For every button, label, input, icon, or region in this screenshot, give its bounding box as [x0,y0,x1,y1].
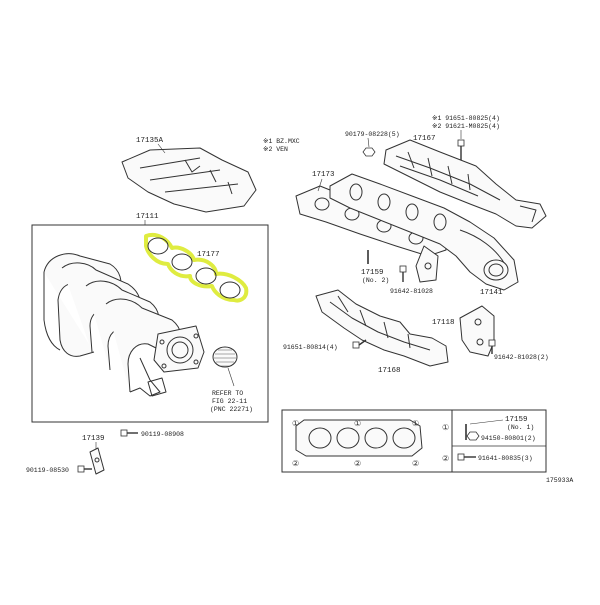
circle-1-legend: ① [442,423,449,432]
nut-94150-80801 [466,431,480,441]
nut-90179-08228 [362,147,376,157]
label-17168: 17168 [378,367,401,375]
label-91621-m0825: ※2 91621-M0825(4) [432,123,500,130]
bolt-91641-80835 [457,453,476,461]
note-2: ※2 VEN [263,146,288,153]
legend-box [281,409,547,473]
stay-17139 [89,447,105,475]
label-90119-08908: 90119-08908 [141,431,184,438]
label-91642-81028-a: 91642-81028 [390,288,433,295]
label-91641-80835: 91641-80835(3) [478,455,533,462]
note-1: ※1 BZ.MXC [263,138,300,145]
heat-insulator-17168 [315,289,449,367]
circle-2-legend: ② [442,454,449,463]
diagram-id: 175933A [546,477,573,484]
intake-gasket-17177 [144,233,249,303]
circle-2-a: ② [292,459,299,468]
label-17135a: 17135A [136,137,164,145]
label-17173: 17173 [312,171,335,179]
bolt-90119-08908 [120,429,138,437]
circle-2-b: ② [354,459,361,468]
label-17118: 17118 [432,319,455,327]
heat-insulator-17135a [121,147,257,213]
label-90179-08228: 90179-08228(5) [345,131,400,138]
exhaust-manifold-17141 [329,173,519,291]
refer-text-2: FIG 22-11 [212,398,247,405]
label-17111: 17111 [136,213,159,221]
label-90119-08530: 90119-08530 [26,467,69,474]
circle-2-c: ② [412,459,419,468]
bolt-91642-81028-a [399,265,407,282]
circle-1-a: ① [292,419,299,428]
circle-1-c: ① [412,419,419,428]
refer-text-3: (PNC 22271) [210,406,253,413]
label-17159-no2: 17159 [361,269,384,277]
label-17159-no1-sub: (No. 1) [507,424,534,431]
bolt-91651-80814 [352,339,367,349]
intake-manifold-frame [31,224,269,423]
bolt-91642-81028-b [488,339,496,354]
label-91651-80825: ※1 91651-80825(4) [432,115,500,122]
label-17159-no2-sub: (No. 2) [362,277,389,284]
bolt-91651-80825 [457,139,465,160]
label-91642-81028-b: 91642-81028(2) [494,354,549,361]
label-17159-no1: 17159 [505,416,528,424]
label-17177: 17177 [197,251,220,259]
label-17139: 17139 [82,435,105,443]
label-94150-80801: 94150-80801(2) [481,435,536,442]
stay-17118 [459,305,495,357]
label-17167: 17167 [413,135,436,143]
label-17141: 17141 [480,289,503,297]
intake-manifold-17111 [43,253,205,397]
bolt-90119-08530 [77,465,92,473]
label-91651-80814: 91651-80814(4) [283,344,338,351]
circle-1-b: ① [354,419,361,428]
refer-text-1: REFER TO [212,390,243,397]
heat-insulator-17167 [383,139,547,229]
reference-gasket [212,346,238,368]
